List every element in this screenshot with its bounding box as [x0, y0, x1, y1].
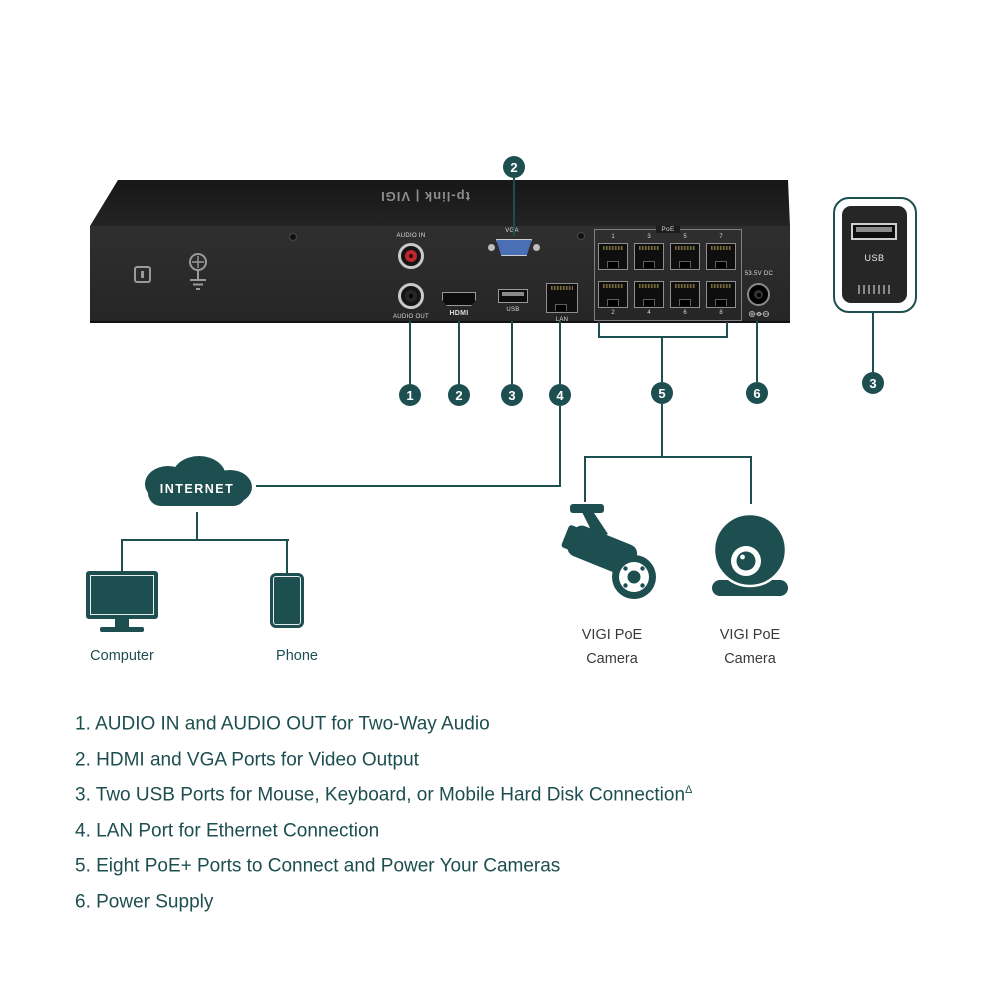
- device-top-face: [90, 180, 790, 226]
- camera-label-line1: VIGI PoE: [719, 627, 781, 643]
- connector-line: [750, 456, 752, 504]
- poe-port: [706, 243, 736, 270]
- camera-label-line2: Camera: [724, 651, 776, 667]
- poe-port-number: 3: [647, 234, 651, 240]
- legend-item-6: 6. Power Supply: [75, 890, 214, 912]
- poe-port-number: 6: [683, 310, 687, 316]
- connector-line: [598, 336, 728, 338]
- internet-label: INTERNET: [160, 482, 235, 496]
- connector-line: [598, 322, 600, 336]
- usb-port: [498, 289, 528, 303]
- legend-list: 1. AUDIO IN and AUDIO OUT for Two-Way Au…: [75, 702, 955, 915]
- connector-line: [584, 456, 752, 458]
- connector-line: [726, 322, 728, 336]
- connector-line: [511, 321, 513, 384]
- poe-port: [634, 243, 664, 270]
- connector-line: [559, 406, 561, 487]
- hdmi-port: [442, 292, 476, 306]
- vga-port: [488, 237, 540, 258]
- callout-3-usb-zoom: 3: [862, 372, 884, 394]
- callout-6-power: 6: [746, 382, 768, 404]
- callout-2-hdmi: 2: [448, 384, 470, 406]
- kensington-lock-icon: [134, 266, 151, 283]
- callout-2-vga: 2: [503, 156, 525, 178]
- brand-logo: tp-link | VIGI: [380, 189, 470, 204]
- poe-port: [634, 281, 664, 308]
- connector-line: [756, 321, 758, 382]
- legend-item-2: 2. HDMI and VGA Ports for Video Output: [75, 748, 419, 770]
- poe-port: [670, 281, 700, 308]
- power-label: 53.5V DC: [744, 271, 774, 277]
- vent-slits: [858, 285, 892, 294]
- polarity-icon: [749, 311, 769, 317]
- connector-line: [661, 338, 663, 382]
- camera-label-line1: VIGI PoE: [581, 627, 643, 643]
- legend-item-1: 1. AUDIO IN and AUDIO OUT for Two-Way Au…: [75, 713, 490, 735]
- usb-zoom-port: [851, 223, 897, 240]
- poe-port-number: 1: [611, 234, 615, 240]
- legend-item-4: 4. LAN Port for Ethernet Connection: [75, 819, 380, 841]
- callout-3-usb: 3: [501, 384, 523, 406]
- callout-4-lan: 4: [549, 384, 571, 406]
- connector-line: [121, 539, 289, 541]
- connector-line: [661, 404, 663, 457]
- lan-label: LAN: [555, 317, 569, 323]
- computer-label: Computer: [90, 648, 154, 664]
- connector-line: [559, 321, 561, 384]
- bullet-camera-icon: [561, 504, 656, 599]
- lan-port: [546, 283, 578, 313]
- audio-out-port: [398, 283, 424, 309]
- screw-icon: [577, 232, 585, 240]
- connector-line: [584, 456, 586, 502]
- connector-line: [458, 321, 460, 384]
- poe-port: [670, 243, 700, 270]
- audio-out-label: AUDIO OUT: [392, 314, 430, 320]
- poe-port-number: 4: [647, 310, 651, 316]
- poe-port: [598, 243, 628, 270]
- audio-in-label: AUDIO IN: [396, 233, 426, 239]
- screw-icon: [289, 233, 297, 241]
- connector-line: [121, 540, 123, 572]
- ground-terminal-icon: [189, 253, 207, 290]
- connector-line: [256, 485, 561, 487]
- internet-cloud: INTERNET: [145, 456, 252, 506]
- poe-port-number: 5: [683, 234, 687, 240]
- vga-label: VGA: [505, 228, 519, 234]
- connector-line: [872, 313, 874, 372]
- audio-in-port: [398, 243, 424, 269]
- connector-line: [409, 321, 411, 384]
- usb-zoom-label: USB: [864, 253, 885, 263]
- legend-item-3: 3. Two USB Ports for Mouse, Keyboard, or…: [75, 784, 693, 806]
- poe-port: [598, 281, 628, 308]
- callout-1-audio: 1: [399, 384, 421, 406]
- poe-port: [706, 281, 736, 308]
- connector-line: [286, 540, 288, 574]
- usb-zoom-box: USB: [833, 197, 917, 313]
- poe-port-number: 8: [719, 310, 723, 316]
- computer-icon: [86, 571, 158, 633]
- usb-label: USB: [506, 307, 520, 313]
- power-jack: [747, 283, 770, 306]
- dome-camera-icon: [712, 512, 788, 596]
- legend-item-5: 5. Eight PoE+ Ports to Connect and Power…: [75, 855, 561, 877]
- poe-label: PoE: [656, 226, 680, 233]
- hdmi-label: HDMI: [449, 310, 469, 317]
- camera-label-line2: Camera: [586, 651, 638, 667]
- connector-line: [513, 178, 515, 236]
- connector-line: [196, 512, 198, 540]
- poe-port-number: 7: [719, 234, 723, 240]
- callout-5-poe: 5: [651, 382, 673, 404]
- poe-port-number: 2: [611, 310, 615, 316]
- phone-label: Phone: [276, 648, 318, 664]
- phone-icon: [270, 573, 304, 628]
